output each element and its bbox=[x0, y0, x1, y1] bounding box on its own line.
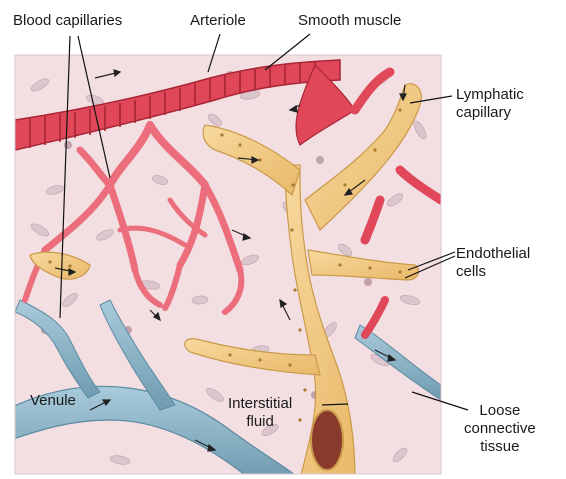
label-loose-connective-tissue: Loose connective tissue bbox=[464, 402, 536, 456]
label-interstitial-fluid: Interstitial fluid bbox=[228, 395, 292, 431]
label-endothelial-cells: Endothelial cells bbox=[456, 245, 530, 281]
label-blood-capillaries: Blood capillaries bbox=[13, 12, 122, 30]
label-smooth-muscle: Smooth muscle bbox=[298, 12, 401, 30]
lymphatic-vessel-lumen bbox=[311, 410, 343, 470]
label-venule: Venule bbox=[30, 392, 76, 410]
label-arteriole: Arteriole bbox=[190, 12, 246, 30]
label-lymphatic-capillary: Lymphatic capillary bbox=[456, 86, 524, 122]
